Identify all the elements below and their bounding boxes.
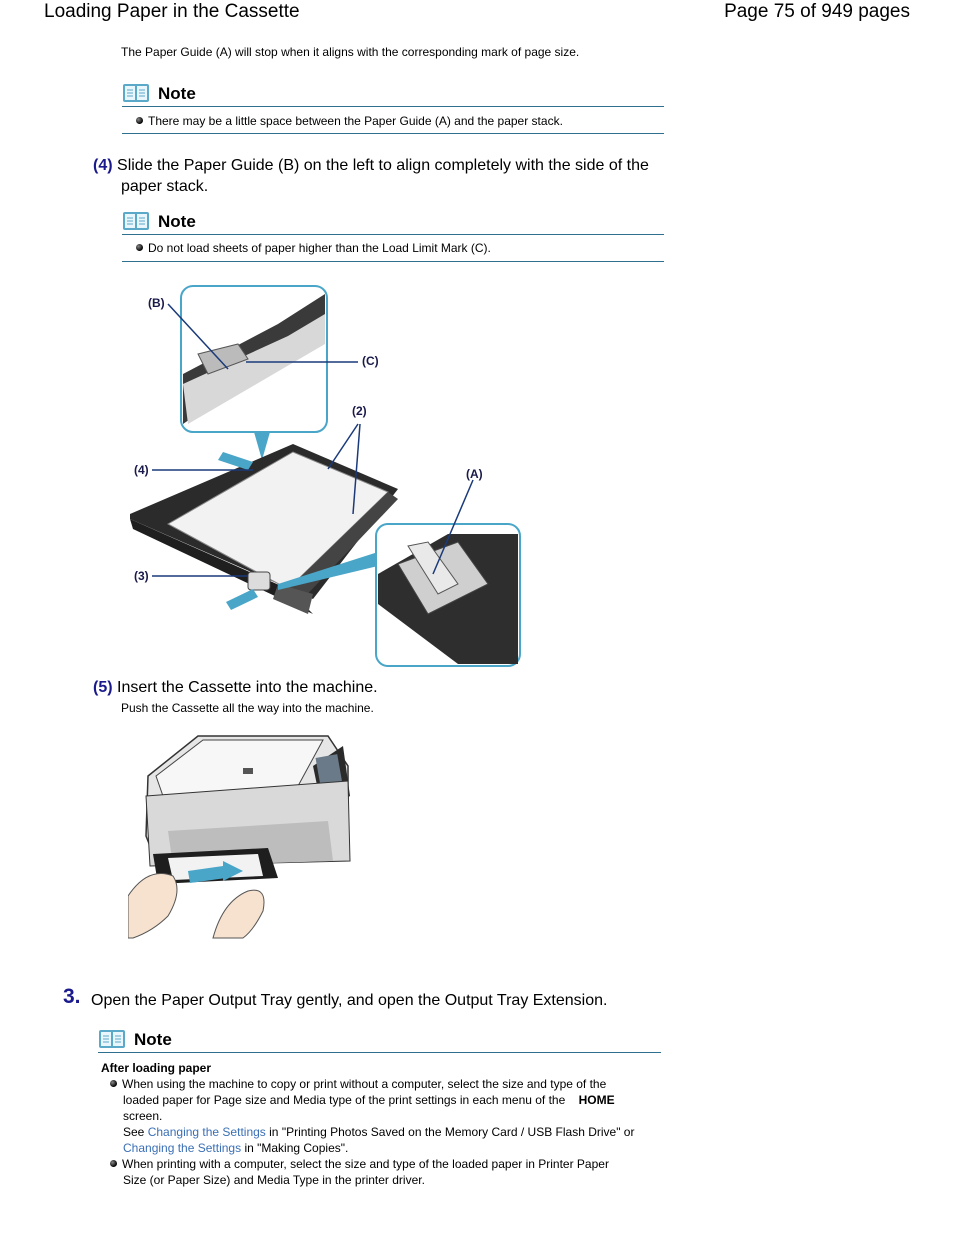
label-2: (2) xyxy=(352,404,367,418)
step-5: (5) Insert the Cassette into the machine… xyxy=(93,677,378,698)
step-text: Insert the Cassette into the machine. xyxy=(117,679,378,696)
note-text: See xyxy=(123,1125,145,1139)
note-bullet: There may be a little space between the … xyxy=(122,107,664,133)
intro-text: The Paper Guide (A) will stop when it al… xyxy=(121,45,580,59)
note-label: Note xyxy=(134,1030,172,1049)
label-b: (B) xyxy=(148,296,165,310)
note-text: in "Making Copies". xyxy=(244,1141,349,1155)
book-icon xyxy=(123,212,149,230)
note-bullet-text: Do not load sheets of paper higher than … xyxy=(148,241,491,255)
note-label: Note xyxy=(158,84,196,103)
step-text: Slide the Paper Guide (B) on the left to… xyxy=(117,157,649,174)
cassette-illustration: (B) (C) (2) (4) (A) (3) xyxy=(130,285,521,667)
note-divider xyxy=(122,261,664,262)
note-box-1: Note There may be a little space between… xyxy=(122,82,664,134)
label-4: (4) xyxy=(134,463,149,477)
label-3: (3) xyxy=(134,569,149,583)
note-divider xyxy=(122,106,664,107)
step-3-number: 3. xyxy=(63,985,81,1008)
note-bullet-text: There may be a little space between the … xyxy=(148,114,563,128)
step-4-continued: paper stack. xyxy=(121,178,209,195)
note-box-3: Note xyxy=(98,1028,661,1053)
note-text: in "Printing Photos Saved on the Memory … xyxy=(269,1125,635,1139)
step-3-text: Open the Paper Output Tray gently, and o… xyxy=(91,992,608,1009)
bullet-icon xyxy=(110,1080,117,1087)
home-label: HOME xyxy=(578,1093,615,1107)
bullet-icon xyxy=(136,244,143,251)
note-bullet: Do not load sheets of paper higher than … xyxy=(122,235,664,261)
bullet-icon xyxy=(136,117,143,124)
bullet-icon xyxy=(110,1160,117,1167)
step-number: (4) xyxy=(93,157,113,174)
note-label: Note xyxy=(158,212,196,231)
note-text: Size (or Paper Size) and Media Type in t… xyxy=(123,1173,425,1187)
page-counter: Page 75 of 949 pages xyxy=(724,1,910,22)
changing-settings-link-1[interactable]: Changing the Settings xyxy=(147,1125,266,1139)
book-icon xyxy=(123,84,149,102)
book-icon xyxy=(99,1030,125,1048)
note-divider xyxy=(122,234,664,235)
step-4: (4) Slide the Paper Guide (B) on the lef… xyxy=(93,155,693,176)
printer-illustration xyxy=(128,735,351,939)
note-divider xyxy=(98,1052,661,1053)
note-divider xyxy=(122,133,664,134)
page-title: Loading Paper in the Cassette xyxy=(44,1,300,22)
label-a: (A) xyxy=(466,467,483,481)
changing-settings-link-2[interactable]: Changing the Settings xyxy=(123,1141,242,1155)
note-text: screen. xyxy=(123,1109,163,1123)
note-heading: After loading paper xyxy=(101,1061,212,1075)
note-box-2: Note Do not load sheets of paper higher … xyxy=(122,210,664,262)
step-number: (5) xyxy=(93,679,113,696)
note-text: When using the machine to copy or print … xyxy=(122,1077,607,1091)
note-text: loaded paper for Page size and Media typ… xyxy=(123,1093,566,1107)
step-5-subtext: Push the Cassette all the way into the m… xyxy=(121,701,374,715)
note-text: When printing with a computer, select th… xyxy=(122,1157,609,1171)
note-bullet-1: When using the machine to copy or print … xyxy=(110,1076,670,1188)
label-c: (C) xyxy=(362,354,379,368)
